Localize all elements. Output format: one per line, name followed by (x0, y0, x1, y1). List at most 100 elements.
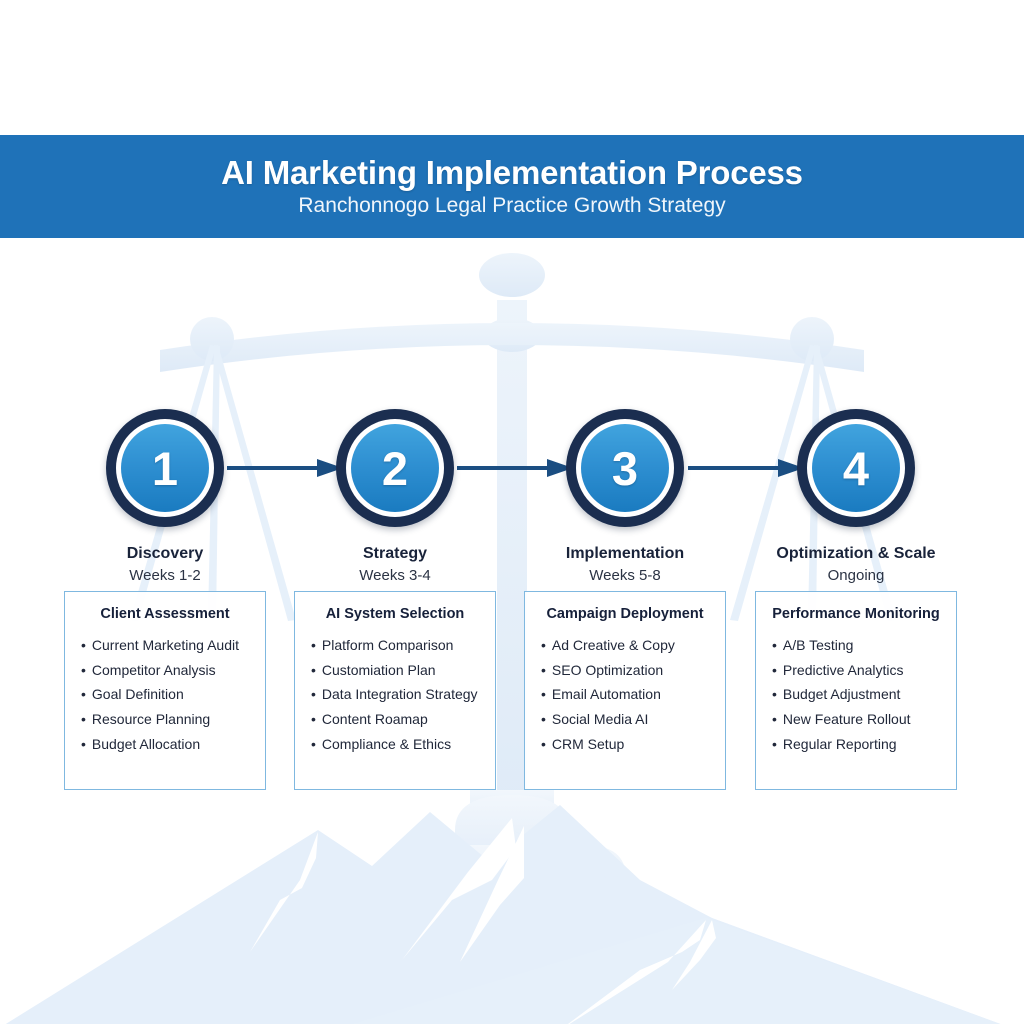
list-item-label: Regular Reporting (782, 736, 897, 753)
step-number-badge-2[interactable]: 2 (336, 409, 454, 527)
bullet-icon: • (311, 686, 316, 703)
step-number-badge-3[interactable]: 3 (566, 409, 684, 527)
bullet-icon: • (772, 661, 777, 678)
list-item-label: Customiation Plan (321, 661, 436, 678)
list-item: • Data Integration Strategy (311, 682, 487, 707)
step-badge-inner-2: 2 (351, 424, 439, 512)
card-list-3: • Ad Creative & Copy • SEO Optimization • E… (533, 633, 717, 758)
card-list-4: • A/B Testing • Predictive Analytics • Budg… (764, 633, 948, 758)
step-title-3: Implementation (565, 545, 685, 562)
list-item-label: Goal Definition (91, 686, 184, 703)
process-step-implementation[interactable]: 3 Implementation Weeks 5-8 (524, 409, 726, 585)
card-list-2: •Platform Comparison •Customiation Plan … (303, 633, 487, 758)
bullet-icon: • (772, 711, 777, 728)
step-title-2: Strategy (362, 545, 428, 562)
list-item: • Competitor Analysis (81, 658, 257, 683)
list-item-label: Budget Adjustment (782, 686, 901, 703)
step-badge-inner-4: 4 (812, 424, 900, 512)
list-item-label: Compliance & Ethics (321, 736, 452, 753)
list-item: • Customiation Plan (311, 658, 487, 683)
bullet-icon: • (541, 736, 546, 753)
list-item: • Ad Creative & Copy (541, 633, 717, 658)
step-badge-inner-1: 1 (121, 424, 209, 512)
bullet-icon: • (311, 736, 316, 753)
list-item: • Compliance & Ethics (311, 732, 487, 757)
step-number-badge-1[interactable]: 1 (106, 409, 224, 527)
list-item-label: Competitor Analysis (91, 661, 216, 678)
detail-card-performance-monitoring[interactable]: Performance Monitoring • A/B Testing • Pre… (755, 591, 957, 790)
step-number-1: 1 (151, 441, 179, 495)
list-item-label: SEO Optimization (551, 661, 664, 678)
list-item-label: Budget Allocation (91, 736, 201, 753)
list-item-label: Resource Planning (91, 711, 211, 728)
list-item-label: A/B Testing (782, 636, 854, 653)
list-item: • A/B Testing (772, 633, 948, 658)
step-duration-3: Weeks 5-8 (589, 567, 661, 585)
bullet-icon: • (311, 661, 316, 678)
bullet-icon: • (311, 636, 316, 653)
bullet-icon: • (772, 686, 777, 703)
bullet-icon: • (81, 686, 86, 703)
detail-card-ai-system-selection[interactable]: AI System Selection • Platform Comparison… (294, 591, 496, 790)
card-title-3: Campaign Deployment (546, 606, 704, 622)
list-item-label: Social Media AI (551, 711, 649, 728)
step-number-2: 2 (381, 441, 409, 495)
list-item: • New Feature Rollout (772, 707, 948, 732)
step-badge-inner-3: 3 (581, 424, 669, 512)
list-item: • Budget Allocation (81, 732, 257, 757)
list-item: • Goal Definition (81, 682, 257, 707)
card-list-1: • Current Marketing Audit • Competitor Ana… (73, 633, 257, 758)
bullet-icon: • (81, 736, 86, 753)
step-title-1: Discovery (126, 545, 204, 562)
list-item: • Predictive Analytics (772, 658, 948, 683)
list-item: • Platform Comparison (311, 633, 487, 658)
bullet-icon: • (541, 661, 546, 678)
detail-card-campaign-deployment[interactable]: Campaign Deployment • Ad Creative & Copy … (524, 591, 726, 790)
page-title: AI Marketing Implementation Process (221, 153, 803, 191)
list-item: • SEO Optimization (541, 658, 717, 683)
bullet-icon: • (772, 636, 777, 653)
process-step-strategy[interactable]: 2 Strategy Weeks 3-4 (294, 409, 496, 585)
step-title-4: Optimization & Scale (776, 545, 936, 562)
header-banner: AI Marketing Implementation Process Ranc… (0, 135, 1024, 238)
card-title-1: Client Assessment (100, 606, 230, 622)
step-duration-4: Ongoing (827, 567, 885, 585)
list-item: • Resource Planning (81, 707, 257, 732)
list-item: • Content Roamap (311, 707, 487, 732)
step-number-3: 3 (611, 441, 639, 495)
list-item-label: Current Marketing Audit (91, 636, 239, 653)
list-item: • Budget Adjustment (772, 682, 948, 707)
list-item: •Social Media AI (541, 707, 717, 732)
list-item-label: New Feature Rollout (782, 711, 911, 728)
bullet-icon: • (541, 686, 546, 703)
bullet-icon: • (311, 711, 316, 728)
list-item-label: Email Automation (551, 686, 661, 703)
card-title-2: AI System Selection (325, 606, 465, 622)
process-step-optimization[interactable]: 4 Optimization & Scale Ongoing (755, 409, 957, 585)
list-item: • Regular Reporting (772, 732, 948, 757)
list-item-label: Predictive Analytics (782, 661, 904, 678)
list-item-label: Platform Comparison (321, 636, 454, 653)
list-item: • Current Marketing Audit (81, 633, 257, 658)
list-item-label: Ad Creative & Copy (551, 636, 675, 653)
bullet-icon: • (81, 636, 86, 653)
step-duration-1: Weeks 1-2 (129, 567, 201, 585)
list-item: • Email Automation (541, 682, 717, 707)
list-item-label: Data Integration Strategy (321, 686, 478, 703)
list-item-label: CRM Setup (551, 736, 625, 753)
page-subtitle: Ranchonnogo Legal Practice Growth Strate… (298, 194, 726, 218)
bullet-icon: • (81, 661, 86, 678)
list-item: • CRM Setup (541, 732, 717, 757)
list-item-label: Content Roamap (321, 711, 428, 728)
bullet-icon: • (81, 711, 86, 728)
bullet-icon: • (541, 636, 546, 653)
detail-card-client-assessment[interactable]: Client Assessment • Current Marketing Aud… (64, 591, 266, 790)
process-step-discovery[interactable]: 1 Discovery Weeks 1-2 (64, 409, 266, 585)
step-number-badge-4[interactable]: 4 (797, 409, 915, 527)
card-title-4: Performance Monitoring (772, 606, 940, 622)
bullet-icon: • (772, 736, 777, 753)
step-duration-2: Weeks 3-4 (359, 567, 431, 585)
step-number-4: 4 (842, 441, 870, 495)
